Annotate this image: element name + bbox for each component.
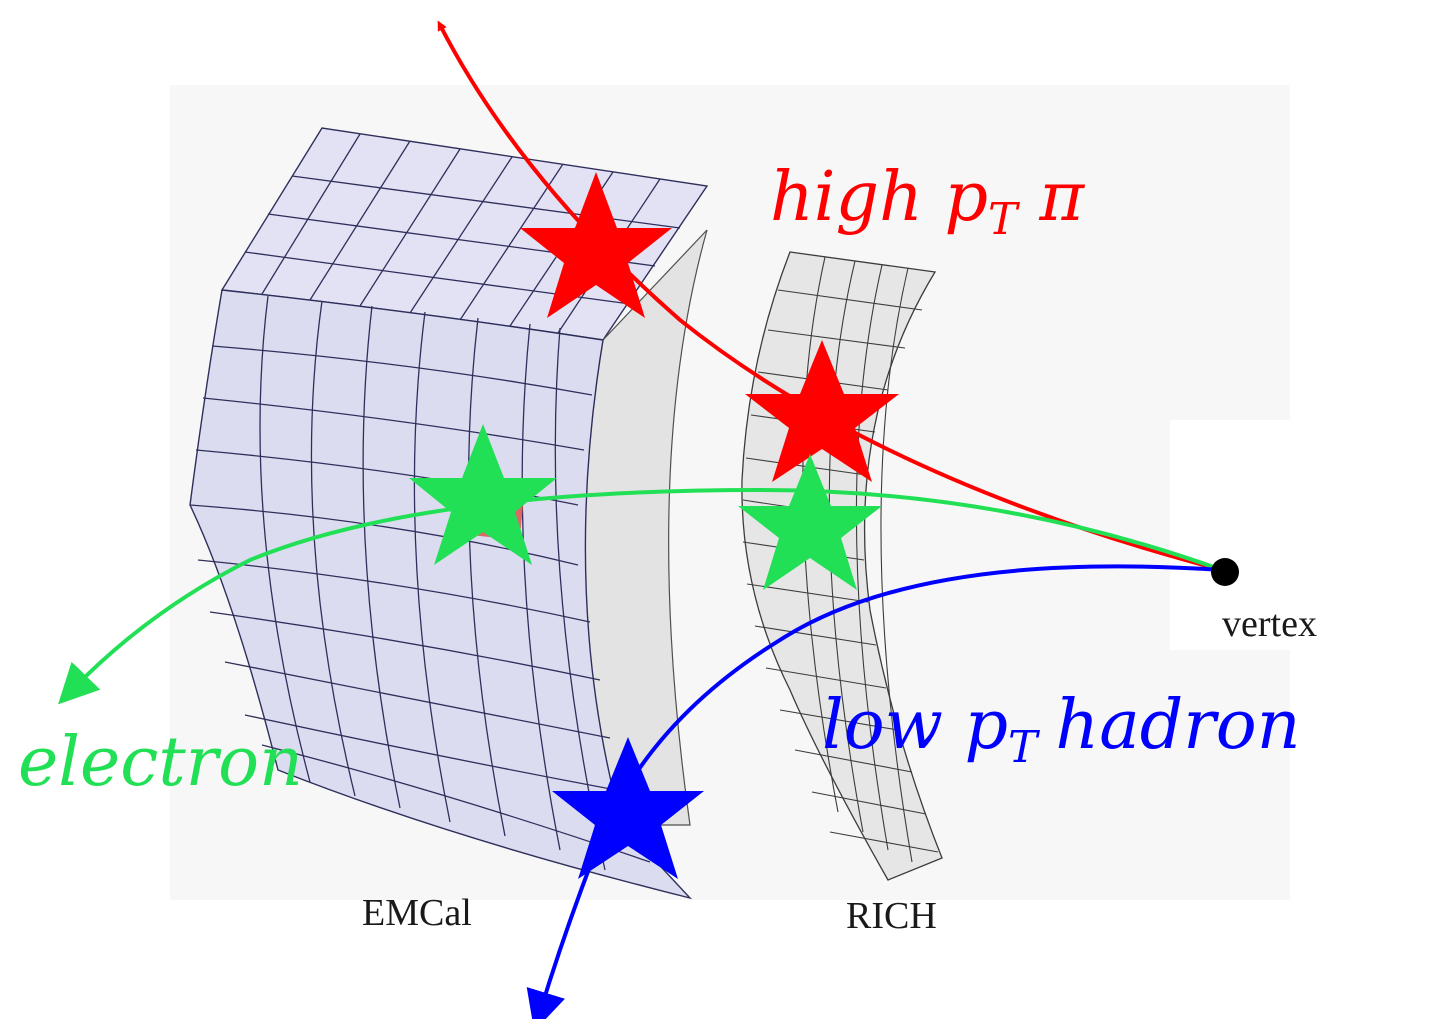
emcal-grid-lines xyxy=(189,133,681,871)
vertex-point xyxy=(1211,558,1239,586)
electron-rich-hit-star xyxy=(738,454,882,590)
hadron-emcal-hit-star xyxy=(552,737,704,879)
emcal-detector xyxy=(189,127,709,900)
emcal-label: EMCal xyxy=(362,892,472,934)
rich-label: RICH xyxy=(846,895,937,937)
vertex-label: vertex xyxy=(1222,603,1317,645)
hadron-track xyxy=(526,564,1223,1019)
pion-track xyxy=(437,20,1223,572)
electron-track xyxy=(58,487,1223,705)
vertex-backdrop xyxy=(1170,420,1400,650)
electron-label: electron xyxy=(18,723,303,802)
pion-rich-hit-star xyxy=(745,340,899,482)
pion-emcal-hit-star xyxy=(520,172,672,318)
electron-emcal-hit-star xyxy=(409,424,557,565)
